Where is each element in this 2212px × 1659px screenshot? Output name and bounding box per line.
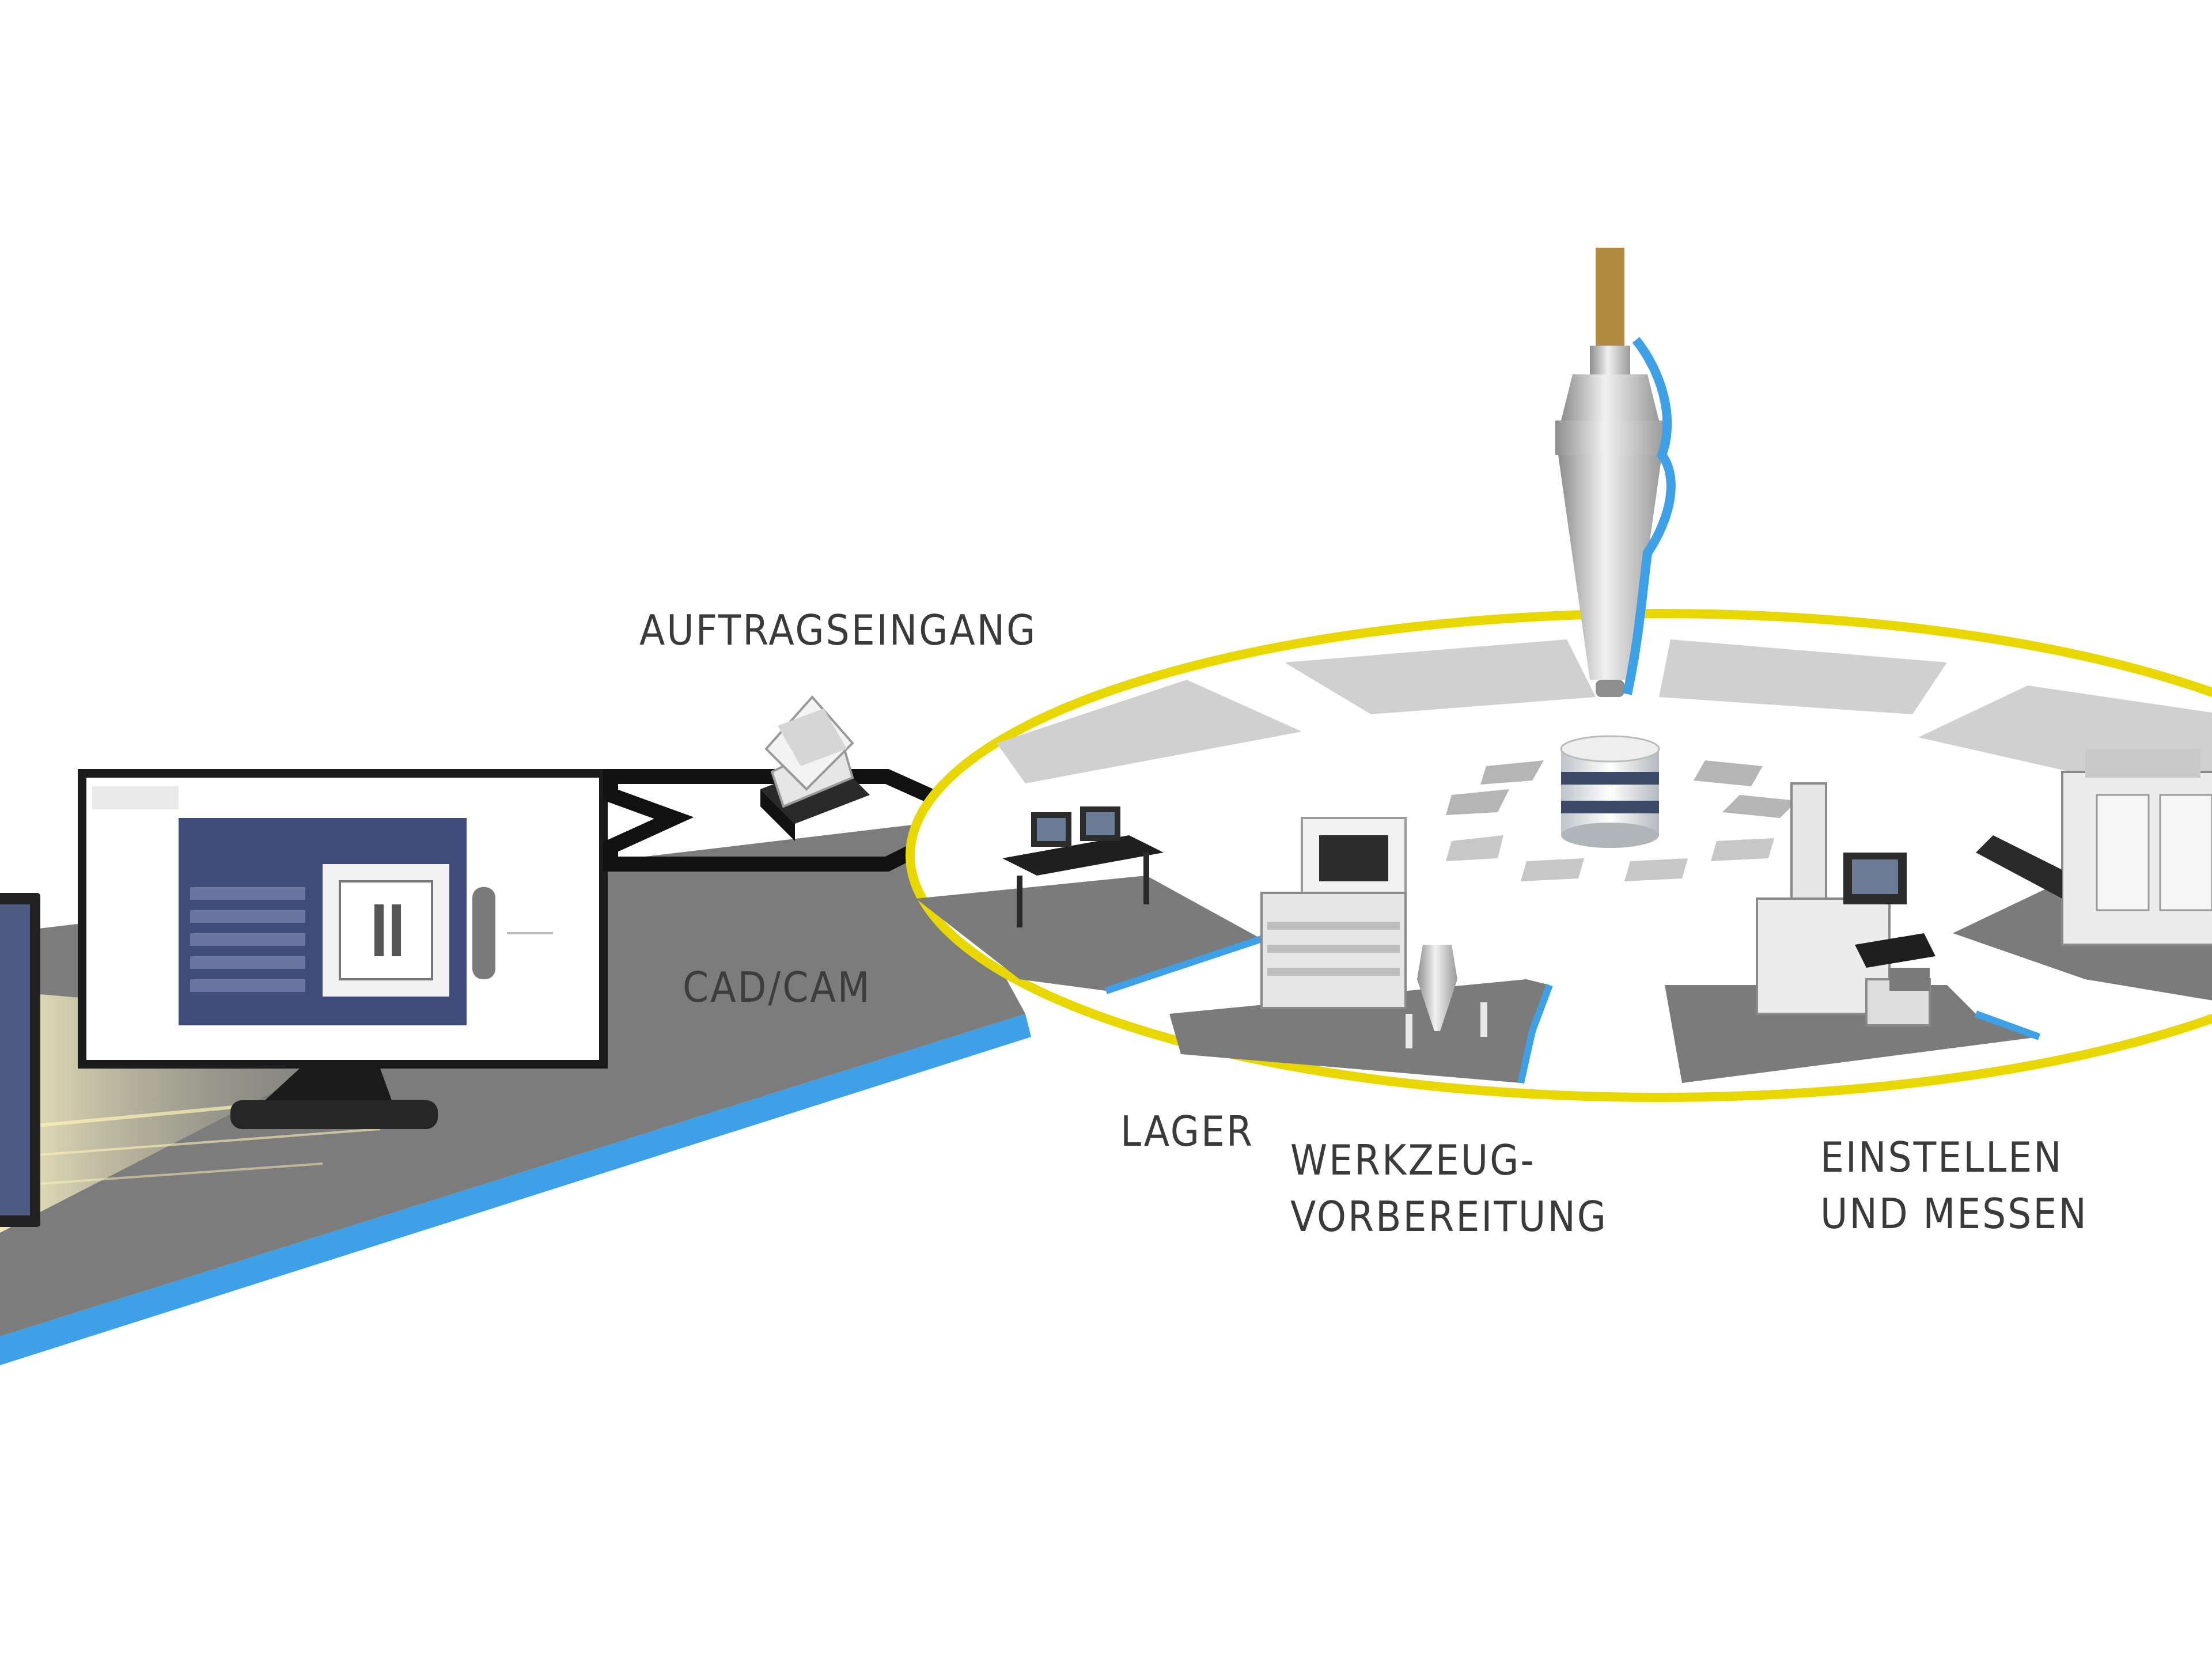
monitor-icon — [78, 769, 608, 1129]
label-einstellen-line2: UND MESSEN — [1820, 1190, 2088, 1238]
label-einstellen-messen: EINSTELLEN UND MESSEN — [1820, 1129, 2088, 1242]
label-auftragseingang: AUFTRAGSEINGANG — [639, 606, 1037, 654]
label-werkzeugvorbereitung: WERKZEUG- VORBEREITUNG — [1290, 1132, 1608, 1245]
monitor-icon — [0, 893, 40, 1227]
label-werkzeug-line2: VORBEREITUNG — [1290, 1192, 1608, 1241]
document-tray-icon — [760, 695, 870, 841]
label-werkzeug-line1: WERKZEUG- — [1290, 1136, 1536, 1184]
label-einstellen-line1: EINSTELLEN — [1820, 1133, 2063, 1181]
presetter-icon — [1756, 782, 1936, 1027]
label-lager: LAGER — [1120, 1107, 1254, 1156]
tool-cabinet-icon — [1260, 817, 1487, 1048]
arrow-icon — [603, 769, 997, 872]
label-cadcam: CAD/CAM — [683, 963, 872, 1012]
workbench-icon — [1002, 806, 1164, 927]
tool-holder-icon — [1555, 248, 1676, 697]
cnc-machine-icon — [1976, 749, 2212, 946]
database-icon — [1560, 735, 1660, 848]
